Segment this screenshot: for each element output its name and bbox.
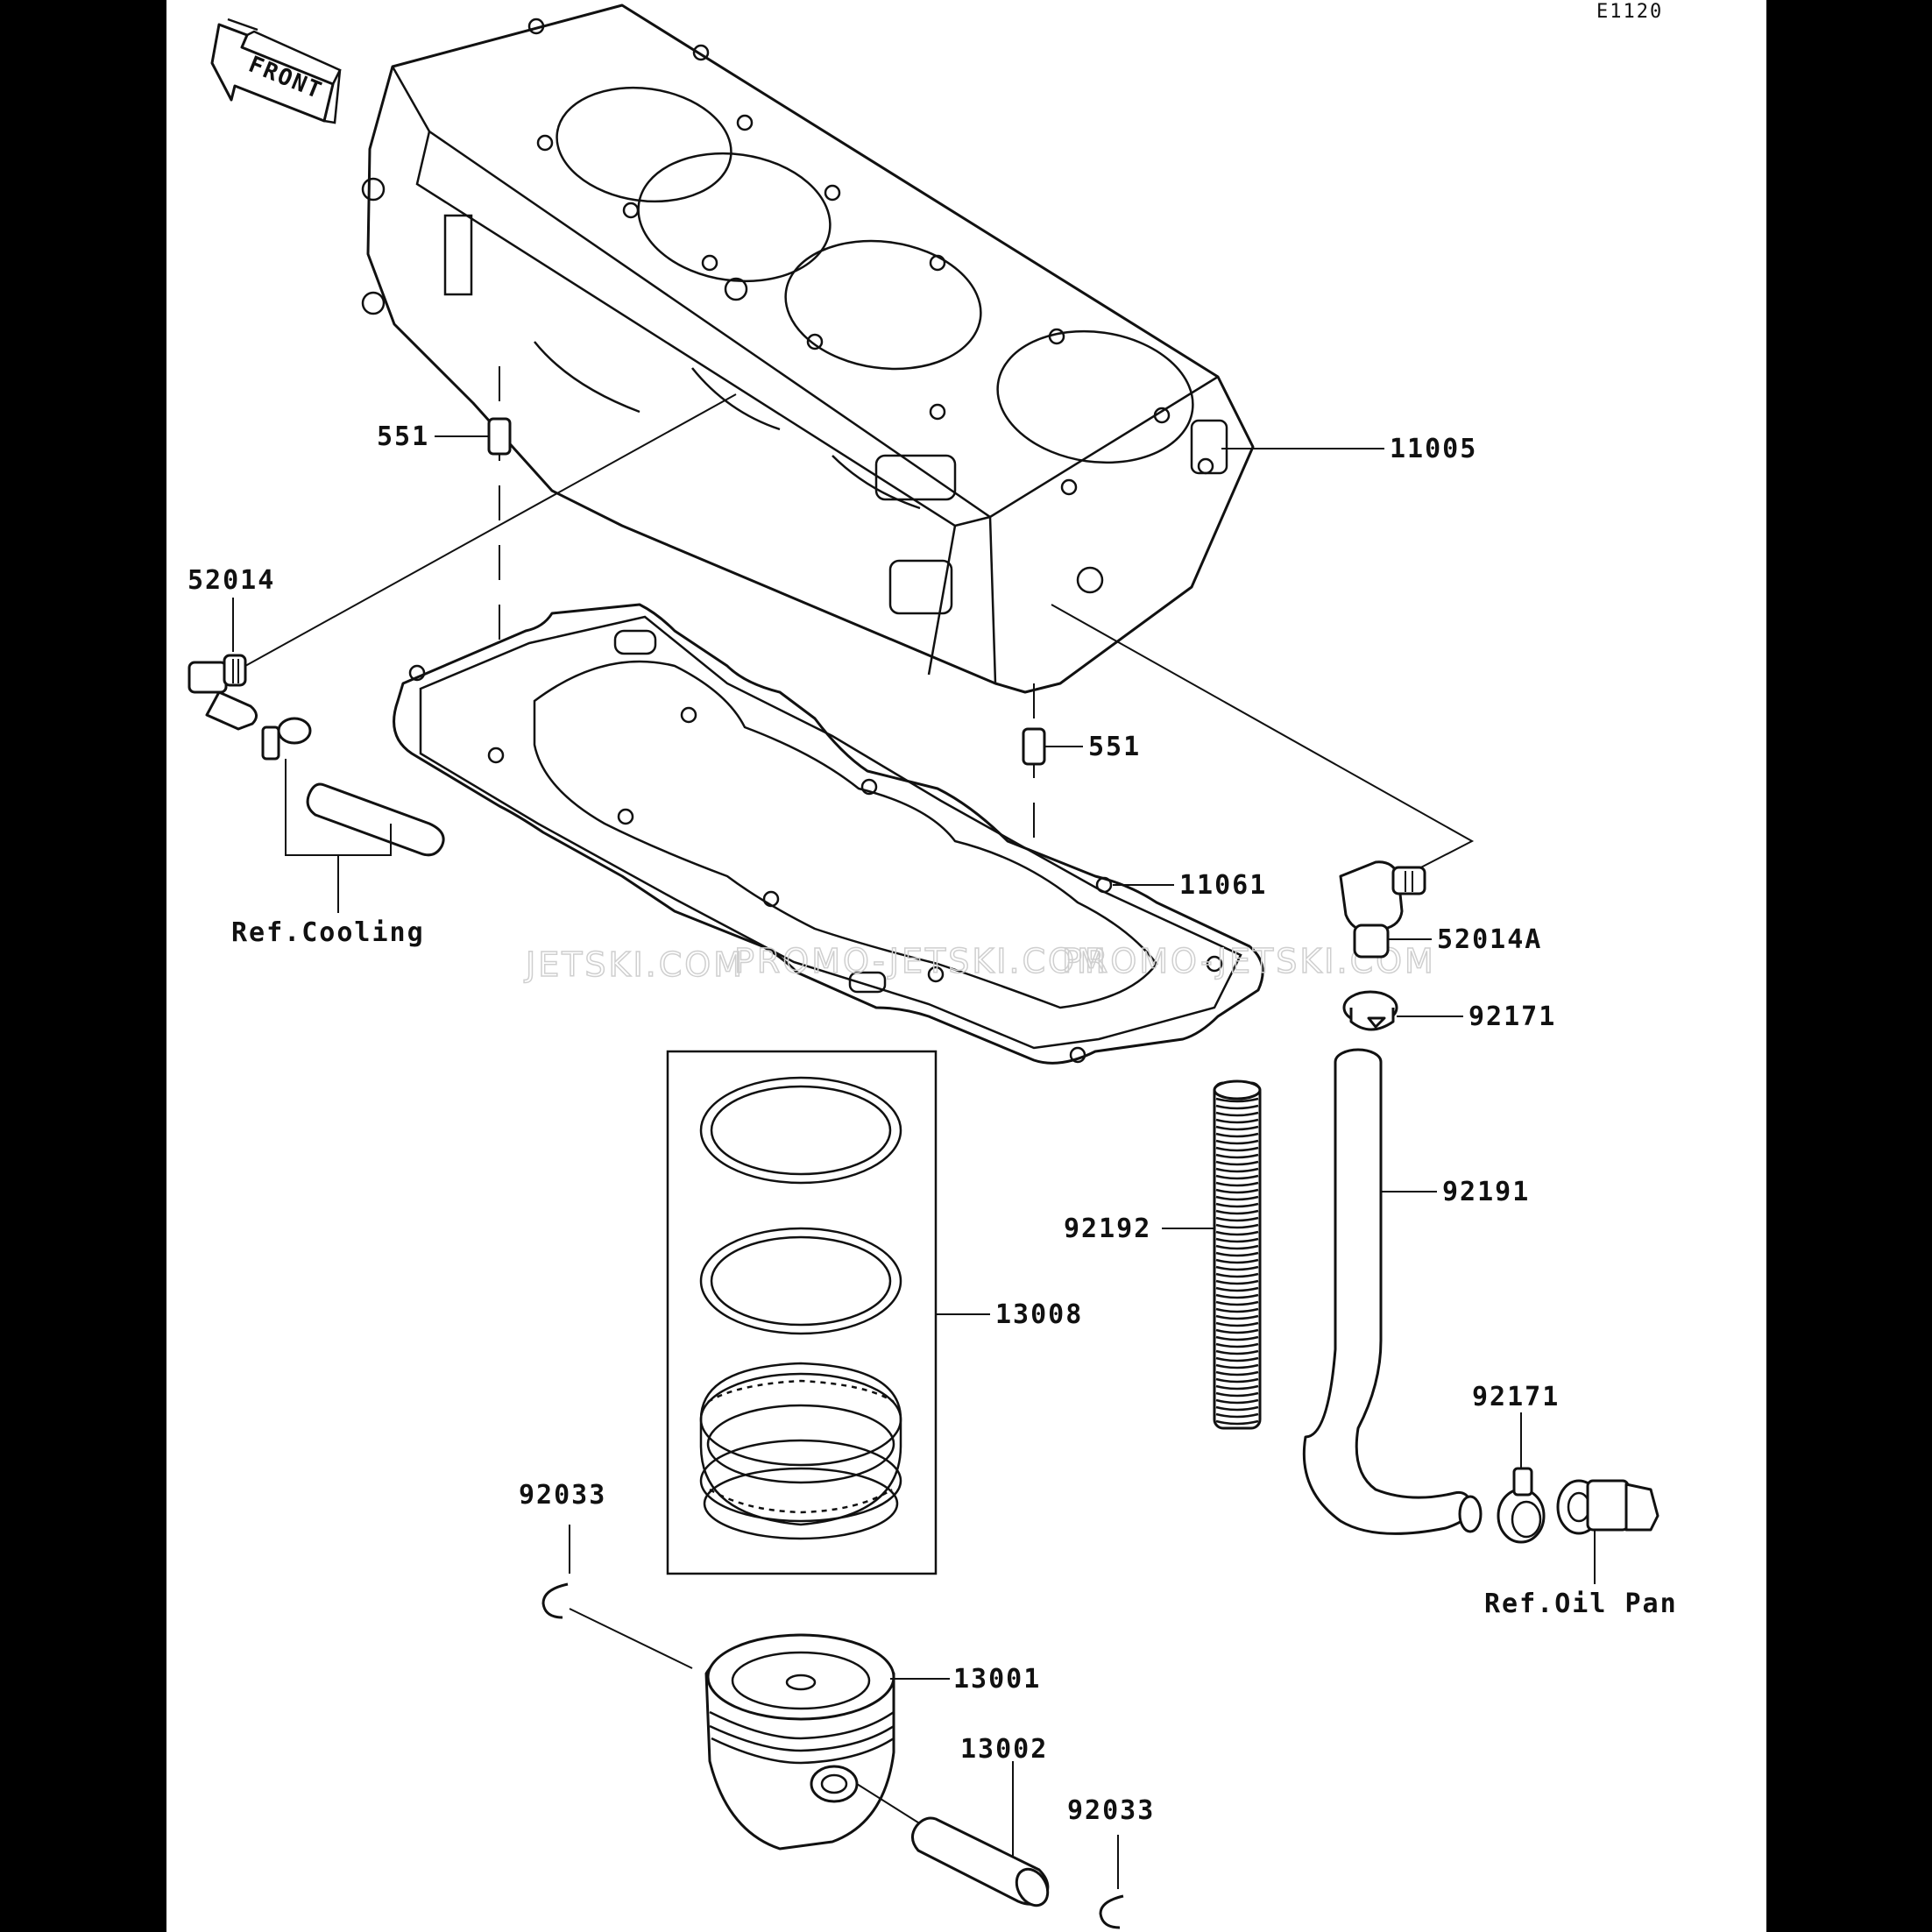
watermark-2: PROMO-JETSKI.COM: [734, 942, 1108, 980]
spring-coil: [1215, 1139, 1259, 1145]
spring-coil: [1215, 1412, 1259, 1419]
spring-coil: [1215, 1188, 1259, 1194]
spring-coil: [1215, 1237, 1259, 1243]
spring-coil: [1215, 1391, 1259, 1398]
label-13002: 13002: [960, 1734, 1048, 1765]
spring-coil: [1215, 1265, 1259, 1271]
dowel-pin-upper: [487, 417, 512, 456]
spring-coil: [1215, 1181, 1259, 1187]
hose-92191: [1302, 1048, 1483, 1535]
spring-coil: [1215, 1328, 1259, 1334]
spring-coil: [1215, 1111, 1259, 1117]
spring-coil: [1215, 1202, 1259, 1208]
spring-coil: [1215, 1153, 1259, 1159]
spring-coil: [1215, 1251, 1259, 1257]
spring-coil: [1215, 1272, 1259, 1278]
label-92033-left: 92033: [519, 1480, 606, 1511]
guide-52014a: [1051, 604, 1475, 872]
spring-coil: [1215, 1314, 1259, 1320]
spring-coil: [1215, 1146, 1259, 1152]
circlip-right: [1099, 1894, 1124, 1929]
cooling-hose-clamp: [261, 717, 445, 857]
spring-92192: [1213, 1079, 1262, 1430]
label-11005: 11005: [1390, 434, 1477, 464]
fitting-52014: [188, 654, 258, 731]
spring-coil: [1215, 1125, 1259, 1131]
ref-oil-pan-label: Ref.Oil Pan: [1484, 1589, 1678, 1619]
label-13001: 13001: [953, 1664, 1041, 1695]
spring-coil: [1215, 1286, 1259, 1292]
parts-diagram-sheet: E1120 FRONT: [166, 0, 1766, 1932]
spring-coil: [1215, 1230, 1259, 1236]
spring-coil: [1215, 1321, 1259, 1327]
hose-clamp-lower: [1497, 1467, 1546, 1544]
label-92191: 92191: [1442, 1177, 1530, 1207]
dowel-pin-lower: [1022, 727, 1046, 766]
spring-coil: [1215, 1216, 1259, 1222]
spring-coil: [1215, 1370, 1259, 1376]
spring-coil: [1215, 1307, 1259, 1313]
spring-coil: [1215, 1293, 1259, 1299]
spring-coil: [1215, 1279, 1259, 1285]
spring-coil: [1215, 1356, 1259, 1362]
label-92171-lower: 92171: [1472, 1382, 1560, 1412]
spring-coil: [1215, 1335, 1259, 1341]
label-11061: 11061: [1179, 870, 1267, 901]
spring-coil: [1215, 1384, 1259, 1391]
ring-set-frame: [666, 1050, 938, 1575]
guide-52014: [244, 393, 737, 667]
spring-coil: [1215, 1209, 1259, 1215]
piston-pin: [911, 1816, 1050, 1907]
ref-cooling-label: Ref.Cooling: [231, 917, 425, 948]
label-52014: 52014: [188, 565, 275, 596]
cylinder-block: [361, 4, 1255, 694]
spring-coil: [1215, 1419, 1259, 1426]
spring-coil: [1215, 1118, 1259, 1124]
label-92171-upper: 92171: [1468, 1001, 1556, 1032]
spring-coil: [1215, 1223, 1259, 1229]
head-gasket: [393, 603, 1264, 1065]
oil-pan-fitting: [1556, 1479, 1660, 1535]
spring-coil: [1215, 1244, 1259, 1250]
spring-coil: [1215, 1195, 1259, 1201]
watermark-1: JETSKI.COM: [524, 945, 745, 984]
hose-clamp-upper: [1342, 990, 1398, 1031]
exploded-view-drawing: E1120 FRONT: [188, 1, 1678, 1929]
label-551-lower: 551: [1088, 732, 1141, 762]
piston: [704, 1633, 895, 1851]
spring-coil: [1215, 1405, 1259, 1412]
spring-coil: [1215, 1342, 1259, 1348]
diagram-code: E1120: [1596, 1, 1663, 23]
spring-coil: [1215, 1097, 1259, 1103]
spring-coil: [1215, 1377, 1259, 1384]
spring-coil: [1215, 1363, 1259, 1369]
spring-coil: [1215, 1104, 1259, 1110]
label-13008: 13008: [995, 1299, 1083, 1330]
label-52014a: 52014A: [1437, 924, 1542, 955]
spring-coil: [1215, 1300, 1259, 1306]
piston-ring-set: [699, 1076, 902, 1540]
spring-coil: [1215, 1398, 1259, 1405]
circlip-left: [541, 1582, 569, 1619]
spring-coil: [1215, 1160, 1259, 1166]
label-551-upper: 551: [377, 421, 429, 452]
spring-coil: [1215, 1258, 1259, 1264]
guide-circlip-left: [569, 1608, 693, 1669]
front-arrow-icon: FRONT: [210, 18, 342, 124]
spring-coil: [1215, 1132, 1259, 1138]
label-92033-right: 92033: [1067, 1795, 1155, 1826]
elbow-fitting-52014a: [1339, 860, 1426, 959]
label-92192: 92192: [1064, 1214, 1151, 1244]
spring-coil: [1215, 1167, 1259, 1173]
spring-coil: [1215, 1174, 1259, 1180]
spring-coil: [1215, 1349, 1259, 1355]
